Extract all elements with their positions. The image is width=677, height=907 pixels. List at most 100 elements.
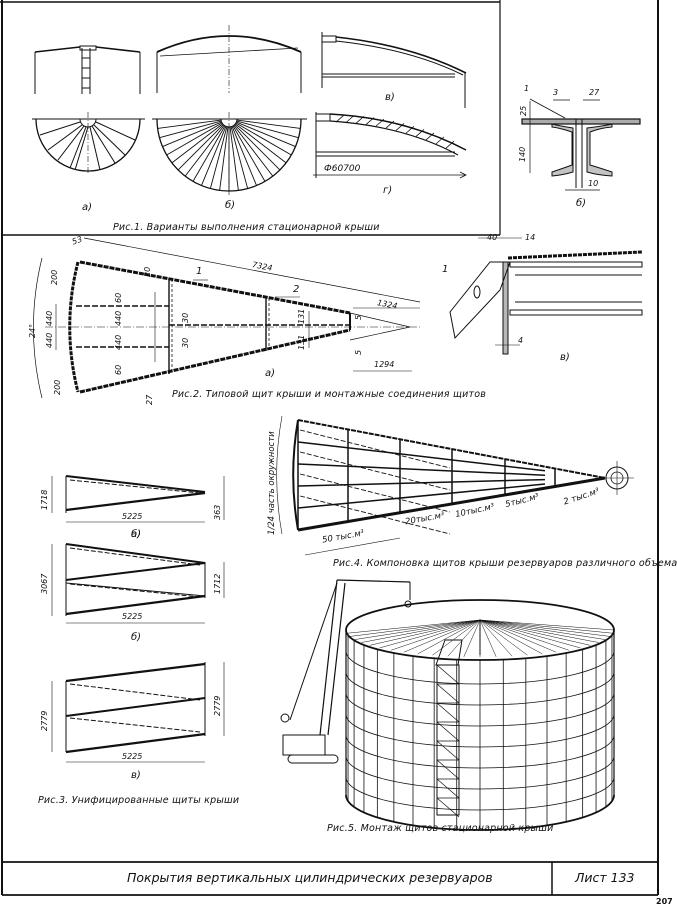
fig2v-detail — [449, 237, 643, 355]
sheet-title: Покрытия вертикальных цилиндрических рез… — [127, 870, 493, 885]
drawing-stroke — [391, 619, 481, 651]
drawing-stroke — [236, 121, 296, 147]
fig1-caption: Рис.1. Варианты выполнения стационарной … — [113, 222, 380, 233]
fig2-dim-20: 20 — [143, 266, 152, 277]
fig1a-elevation — [34, 45, 141, 94]
fig2-part-a: а) — [265, 368, 276, 379]
drawing-stroke — [479, 619, 591, 646]
drawing-stroke — [432, 619, 481, 656]
drawing-stroke — [209, 126, 228, 189]
fig2a-panel — [33, 237, 421, 399]
fig1v-elevation — [321, 32, 467, 108]
drawing-stroke — [232, 125, 266, 182]
fig2-caption: Рис.2. Типовой щит крыши и монтажные сое… — [172, 389, 487, 400]
drawing-stroke — [299, 429, 451, 469]
drawing-stroke — [297, 463, 546, 476]
fig3-part-a: а) — [131, 529, 142, 540]
drawing-stroke — [346, 619, 481, 634]
drawing-stroke — [233, 125, 274, 177]
drawing-stroke — [436, 797, 460, 818]
drawing-stroke — [299, 473, 451, 513]
drawing-stroke — [184, 125, 225, 177]
fig2v-part-label: в) — [560, 352, 570, 363]
drawing-stroke — [349, 619, 481, 637]
drawing-stroke — [171, 123, 223, 164]
fig1-part-g: г) — [383, 185, 393, 196]
fig2-dim-131-b: 131 — [297, 334, 306, 350]
drawing-stroke — [354, 619, 481, 640]
drawing-stroke — [379, 619, 481, 649]
fig3a-width: 5225 — [122, 512, 143, 521]
drawing-stroke — [417, 619, 481, 655]
fig3a-part: б) — [131, 529, 142, 540]
fig3b-left-height: 3067 — [40, 573, 49, 594]
drawing-stroke — [436, 740, 460, 761]
drawing-stroke — [235, 122, 292, 156]
ibeam-dim-27: 27 — [589, 88, 600, 97]
fig2-dim-131-a: 131 — [297, 308, 306, 324]
drawing-stroke — [235, 123, 287, 164]
drawing-stroke — [436, 778, 460, 799]
fig2-callout-2: 2 — [293, 284, 300, 295]
fig2-dim-5-a: 5 — [354, 314, 363, 320]
fig5-crane — [280, 579, 412, 764]
fig2-dim-30-a: 30 — [181, 312, 190, 323]
fig2v-dim-4: 4 — [518, 336, 524, 345]
fig2-dim-27: 27 — [145, 394, 154, 405]
drawing-stroke — [403, 619, 481, 653]
fig1-part-v: в) — [385, 92, 395, 103]
drawing-stroke — [479, 619, 513, 657]
fig2-dim-60-b: 60 — [114, 364, 123, 375]
drawing-stroke — [236, 120, 299, 139]
fig1-part-a: а) — [82, 202, 93, 213]
fig3-caption: Рис.3. Унифицированные щиты крыши — [38, 795, 240, 806]
fig1b-plan — [152, 112, 307, 195]
drawing-stroke — [355, 116, 365, 124]
drawing-stroke — [479, 619, 606, 640]
drawing-stroke — [479, 619, 497, 657]
fig2-dim-1294: 1294 — [374, 360, 395, 369]
fig2v-callout-1: 1 — [442, 264, 449, 275]
ibeam-dim-25: 25 — [519, 105, 528, 116]
drawing-stroke — [436, 721, 460, 742]
fig1-part-b: б) — [225, 200, 236, 211]
fig2-dim-5-b: 5 — [354, 349, 363, 355]
drawing-stroke — [479, 619, 615, 631]
drawing-stroke — [335, 114, 345, 123]
ibeam-dim-140: 140 — [518, 146, 527, 162]
drawing-stroke — [436, 759, 460, 780]
fig3v-panel — [51, 662, 225, 763]
fig2-dim-440-a: 440 — [45, 310, 54, 326]
fig2-dim-30-b: 30 — [181, 337, 190, 348]
drawing-stroke — [299, 495, 451, 535]
drawing-stroke — [479, 619, 614, 634]
drawing-stroke — [436, 702, 460, 723]
fig3v-right-height: 2779 — [213, 695, 222, 716]
fig3v-left-height: 2779 — [40, 710, 49, 731]
fig2-dim-200-top: 200 — [50, 269, 59, 285]
ibeam-dim-3: 3 — [553, 88, 559, 97]
page-number: 207 — [656, 897, 673, 906]
drawing-stroke — [415, 129, 425, 137]
drawing-stroke — [231, 126, 257, 186]
fig2-dim-200-bottom: 200 — [53, 379, 62, 395]
drawing-stroke — [234, 124, 281, 171]
sheet-number: Лист 133 — [575, 870, 635, 885]
drawing-stroke — [435, 136, 445, 145]
drawing-stroke — [236, 119, 301, 129]
fig3-part-b: б) — [131, 632, 142, 643]
fig1-diameter-label: Ф60700 — [324, 164, 361, 174]
drawing-stroke — [229, 126, 239, 191]
ibeam-section — [521, 98, 641, 191]
fig2-dim-440-c: 440 — [114, 310, 123, 326]
drawing-stroke — [425, 132, 435, 141]
drawing-stroke — [162, 121, 222, 147]
drawing-stroke — [479, 619, 543, 655]
fig3b-width: 5225 — [122, 612, 143, 621]
drawing-stroke — [345, 115, 355, 123]
drawing-stroke — [405, 125, 415, 134]
drawing-stroke — [166, 122, 223, 156]
drawing-stroke — [395, 123, 405, 131]
